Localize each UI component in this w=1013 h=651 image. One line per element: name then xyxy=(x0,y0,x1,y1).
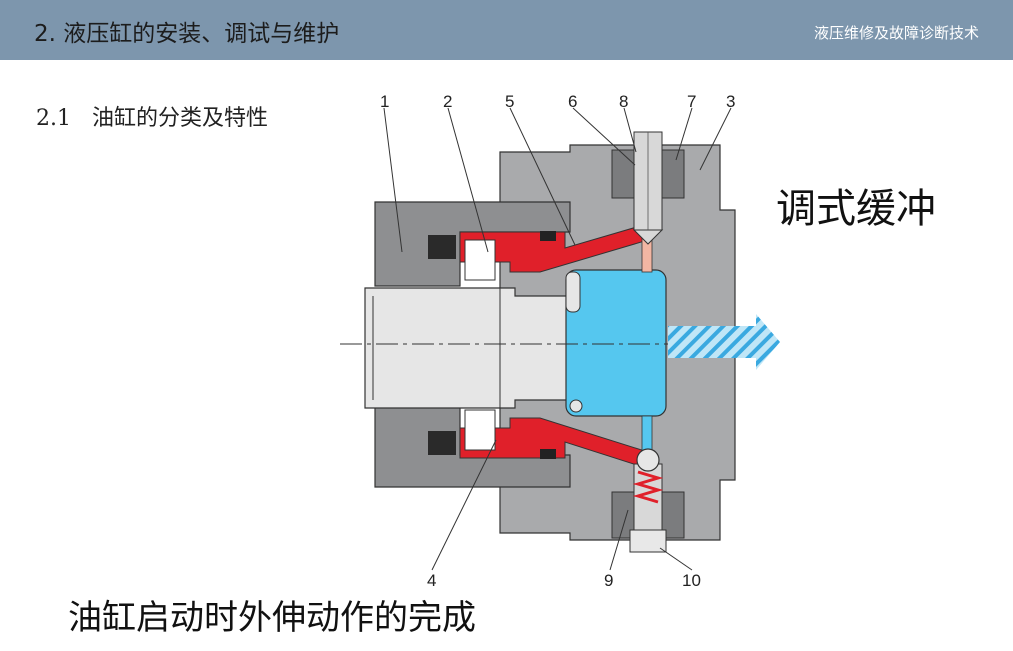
seal-top-small xyxy=(540,231,556,241)
part-number-4: 4 xyxy=(427,571,436,590)
leader-lines xyxy=(383,107,732,571)
part-number-2: 2 xyxy=(443,92,452,111)
piston-spacer xyxy=(464,239,496,281)
check-plug xyxy=(629,529,667,553)
header-subtitle: 液压维修及故障诊断技术 xyxy=(813,24,979,42)
seal-bottom xyxy=(428,431,456,455)
piston-rod xyxy=(364,287,601,409)
locking-pin xyxy=(565,271,581,313)
seal-bottom-small xyxy=(540,449,556,459)
header-title: 2. 液压缸的安装、调试与维护 xyxy=(34,21,340,47)
piston-spacer-bottom xyxy=(464,409,496,451)
adjustable-cushion-label: 调式缓冲 xyxy=(776,186,936,232)
part-number-6: 6 xyxy=(568,92,577,111)
seal-top xyxy=(428,235,456,259)
diagram-caption: 油缸启动时外伸动作的完成 xyxy=(68,598,476,638)
part-number-3: 3 xyxy=(726,92,735,111)
part-number-9: 9 xyxy=(604,571,613,590)
cushion-spear xyxy=(565,269,667,417)
header-bar: 2. 液压缸的安装、调试与维护 液压维修及故障诊断技术 xyxy=(0,0,1013,60)
check-spring xyxy=(632,470,664,504)
check-ball xyxy=(636,448,660,472)
part-number-8: 8 xyxy=(619,92,628,111)
part-number-7: 7 xyxy=(687,92,696,111)
part-number-10: 10 xyxy=(682,571,701,590)
flow-arrow-icon xyxy=(668,314,780,370)
part-number-1: 1 xyxy=(380,92,389,111)
locking-ball xyxy=(569,399,583,413)
part-number-5: 5 xyxy=(505,92,514,111)
section-title: 2.1 油缸的分类及特性 xyxy=(36,106,268,131)
